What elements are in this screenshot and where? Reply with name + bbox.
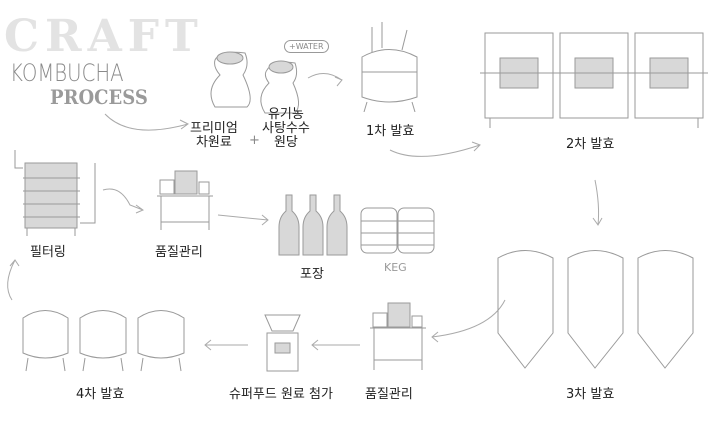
quality-control-machine-upper-icon xyxy=(157,170,213,230)
plus-sign: + xyxy=(249,133,260,148)
title-kombucha: KOMBUCHA xyxy=(10,59,124,87)
superfood-mixer-icon xyxy=(264,314,301,372)
third-fermentation-tanks-icon xyxy=(497,250,694,369)
first-fermentation-tank-icon xyxy=(361,22,418,112)
quality-control-machine-lower-icon xyxy=(370,302,426,370)
tea-ingredient-label: 프리미엄 차원료 xyxy=(190,121,238,150)
water-badge: +WATER xyxy=(284,40,329,53)
bottles-icon xyxy=(278,194,348,256)
third-fermentation-label: 3차 발효 xyxy=(566,387,615,402)
title-process: PROCESS xyxy=(50,85,148,109)
second-fermentation-vessels-icon xyxy=(480,32,708,128)
sugar-ingredient-label: 유기농 사탕수수 원당 xyxy=(262,107,310,150)
kegs-icon xyxy=(360,207,435,254)
second-fermentation-label: 2차 발효 xyxy=(566,137,615,152)
fourth-fermentation-tanks-icon xyxy=(22,310,185,372)
fourth-fermentation-label: 4차 발효 xyxy=(76,387,125,402)
packaging-label: 포장 xyxy=(300,267,324,282)
first-fermentation-label: 1차 발효 xyxy=(366,124,415,139)
filter-press-icon xyxy=(14,150,96,236)
title-craft: CRAFT xyxy=(4,11,204,62)
superfood-addition-label: 슈퍼푸드 원료 첨가 xyxy=(229,387,333,402)
keg-label: KEG xyxy=(384,261,407,274)
quality-control-upper-label: 품질관리 xyxy=(155,245,203,260)
ingredient-sacks-icon xyxy=(210,51,299,114)
filtering-label: 필터링 xyxy=(30,245,66,260)
quality-control-lower-label: 품질관리 xyxy=(365,387,413,402)
